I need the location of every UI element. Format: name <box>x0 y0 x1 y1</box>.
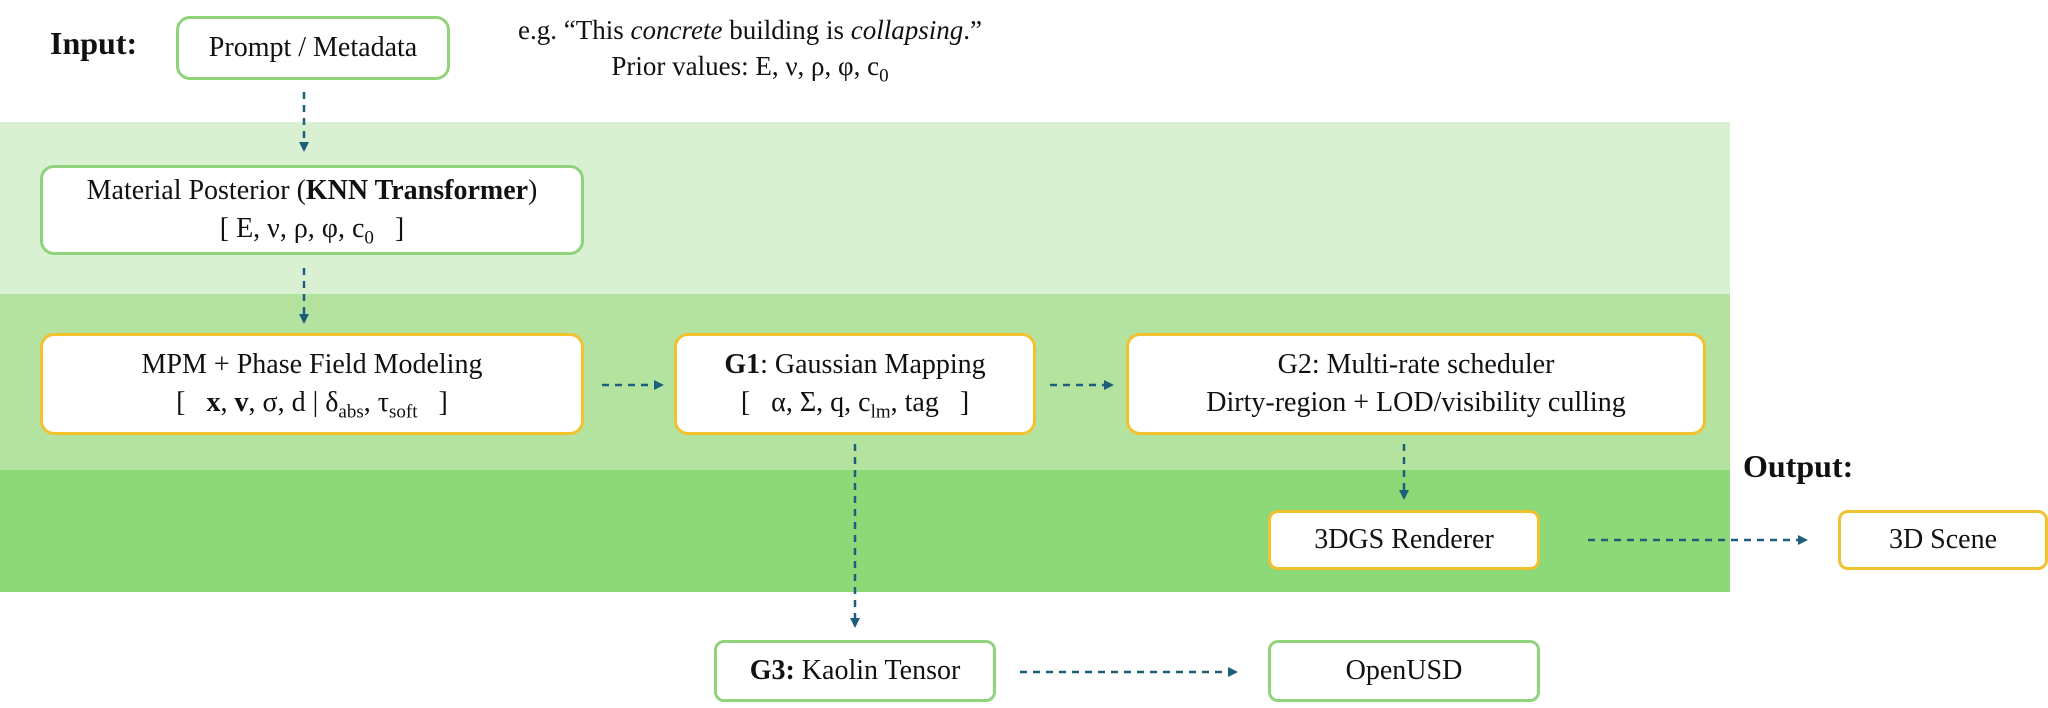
g2-title: G2: Multi-rate scheduler <box>1277 349 1555 380</box>
input-label: Input: <box>50 25 138 61</box>
g1-title: G1: Gaussian Mapping <box>724 349 986 380</box>
material-posterior-params: [ E, ν, ρ, φ, c0 ] <box>219 213 405 249</box>
annotation-priors: Prior values: E, ν, ρ, φ, c0 <box>611 51 889 87</box>
material-posterior-node: Material Posterior (KNN Transformer) [ E… <box>40 165 584 255</box>
mpm-params: [ x, v, σ, d | δabs, τsoft ] <box>176 387 448 423</box>
mpm-phase-field-node: MPM + Phase Field Modeling [ x, v, σ, d … <box>40 333 584 435</box>
3d-scene-output-node: 3D Scene <box>1838 510 2048 570</box>
material-posterior-title: Material Posterior (KNN Transformer) <box>86 175 538 206</box>
3dgs-renderer-node: 3DGS Renderer <box>1268 510 1540 570</box>
g1-params: [ α, Σ, q, clm, tag ] <box>740 387 970 423</box>
openusd-node: OpenUSD <box>1268 640 1540 702</box>
mpm-title: MPM + Phase Field Modeling <box>141 349 483 380</box>
output-label: Output: <box>1743 448 1854 484</box>
g1-gaussian-mapping-node: G1: Gaussian Mapping [ α, Σ, q, clm, tag… <box>674 333 1036 435</box>
annotation-example: e.g. “This concrete building is collapsi… <box>518 15 982 45</box>
prompt-metadata-node: Prompt / Metadata <box>176 16 450 80</box>
g3-kaolin-tensor-node: G3: Kaolin Tensor <box>714 640 996 702</box>
input-annotation: e.g. “This concrete building is collapsi… <box>470 12 1030 87</box>
g2-scheduler-node: G2: Multi-rate scheduler Dirty-region + … <box>1126 333 1706 435</box>
g2-subtitle: Dirty-region + LOD/visibility culling <box>1206 387 1626 418</box>
